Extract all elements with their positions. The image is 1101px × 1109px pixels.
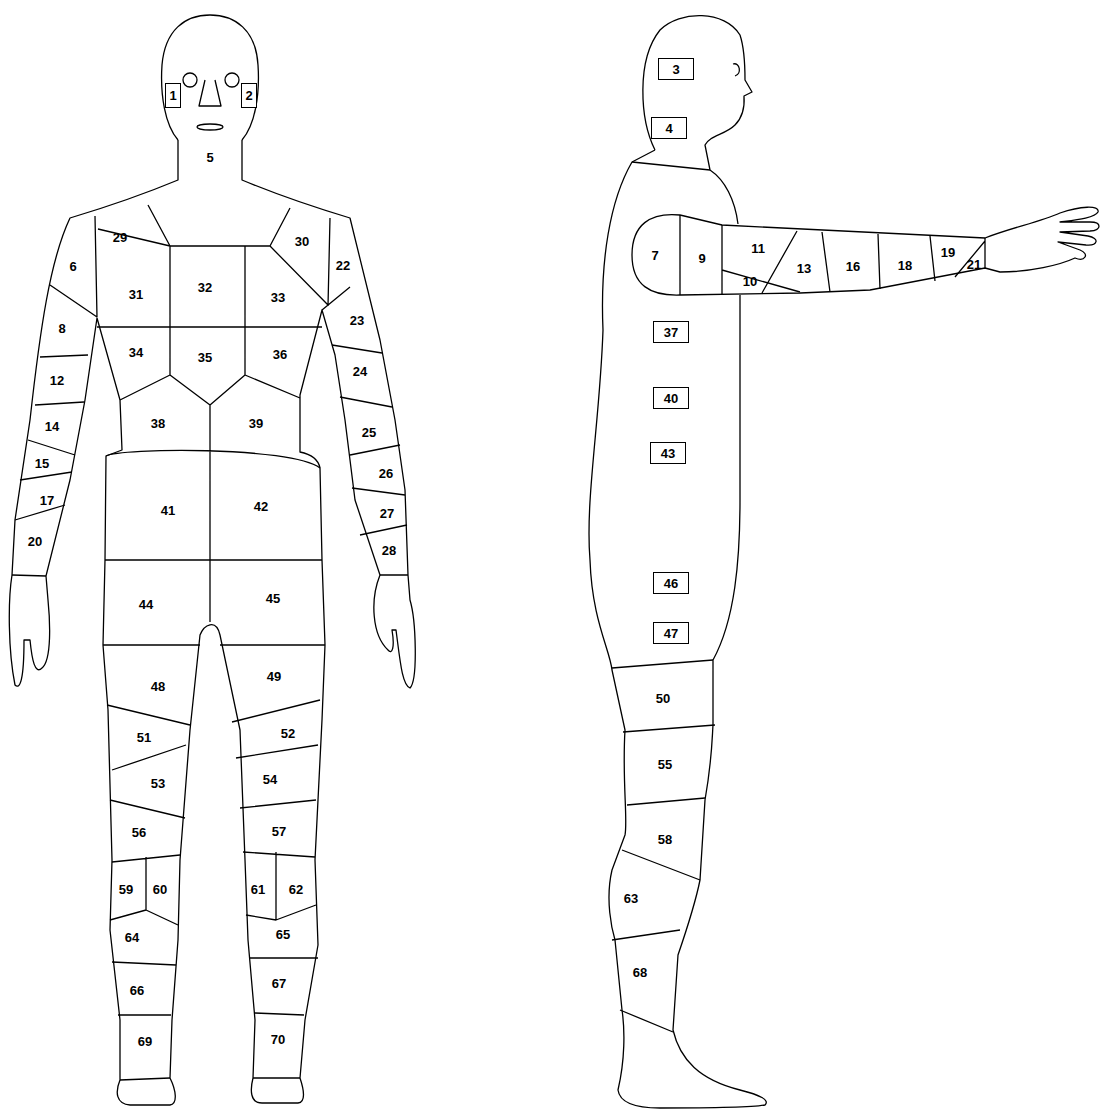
callout-number: 62 xyxy=(289,883,303,896)
callout-number: 46 xyxy=(664,577,678,590)
callout-number: 55 xyxy=(658,758,672,771)
callout-number: 68 xyxy=(633,966,647,979)
callout-box: 2 xyxy=(241,83,257,108)
body-outline xyxy=(9,140,415,1105)
chest-outline xyxy=(710,170,738,224)
callout-number: 34 xyxy=(129,346,143,359)
callout-number: 33 xyxy=(271,291,285,304)
callout-number: 44 xyxy=(139,598,153,611)
callout-number: 13 xyxy=(797,262,811,275)
callout-number: 6 xyxy=(69,260,76,273)
callout-number: 16 xyxy=(846,260,860,273)
callout-number: 52 xyxy=(281,727,295,740)
callout-number: 29 xyxy=(113,231,127,244)
callout-number: 49 xyxy=(267,670,281,683)
callout-number: 1 xyxy=(169,89,176,102)
region-lines xyxy=(612,162,985,1032)
callout-number: 2 xyxy=(245,89,252,102)
callout-number: 39 xyxy=(249,417,263,430)
callout-number: 5 xyxy=(206,151,213,164)
callout-number: 20 xyxy=(28,535,42,548)
callout-box: 37 xyxy=(653,321,689,343)
callout-number: 11 xyxy=(751,242,765,255)
callout-box: 46 xyxy=(653,572,689,594)
callout-box: 43 xyxy=(650,442,686,464)
callout-number: 41 xyxy=(161,504,175,517)
callout-number: 70 xyxy=(271,1033,285,1046)
callout-number: 3 xyxy=(672,63,679,76)
callout-number: 15 xyxy=(35,457,49,470)
callout-number: 24 xyxy=(353,365,367,378)
callout-number: 8 xyxy=(58,322,65,335)
callout-number: 30 xyxy=(295,235,309,248)
callout-number: 7 xyxy=(651,249,658,262)
callout-number: 57 xyxy=(272,825,286,838)
callout-number: 43 xyxy=(661,447,675,460)
mouth xyxy=(197,124,223,130)
callout-number: 25 xyxy=(362,426,376,439)
head-outline xyxy=(162,15,259,140)
callout-number: 48 xyxy=(151,680,165,693)
callout-number: 12 xyxy=(50,374,64,387)
eye xyxy=(733,64,739,76)
callout-number: 56 xyxy=(132,826,146,839)
callout-number: 61 xyxy=(251,883,265,896)
callout-number: 53 xyxy=(151,777,165,790)
callout-number: 22 xyxy=(336,259,350,272)
callout-box: 47 xyxy=(653,622,689,644)
region-lines xyxy=(12,205,408,1080)
callout-number: 17 xyxy=(40,494,54,507)
callout-number: 38 xyxy=(151,417,165,430)
callout-number: 37 xyxy=(664,326,678,339)
callout-number: 60 xyxy=(153,883,167,896)
side-figure xyxy=(589,16,1099,1108)
callout-number: 21 xyxy=(967,258,981,271)
callout-box: 3 xyxy=(658,58,694,80)
callout-number: 14 xyxy=(45,420,59,433)
eye xyxy=(225,73,239,87)
callout-number: 18 xyxy=(898,259,912,272)
callout-number: 35 xyxy=(198,351,212,364)
callout-number: 28 xyxy=(382,544,396,557)
callout-number: 31 xyxy=(129,288,143,301)
callout-number: 4 xyxy=(665,122,672,135)
callout-number: 26 xyxy=(379,467,393,480)
callout-box: 4 xyxy=(651,117,687,139)
callout-number: 19 xyxy=(941,246,955,259)
callout-number: 40 xyxy=(664,392,678,405)
callout-number: 47 xyxy=(664,627,678,640)
callout-number: 58 xyxy=(658,833,672,846)
eye xyxy=(183,73,197,87)
callout-number: 63 xyxy=(624,892,638,905)
callout-number: 51 xyxy=(137,731,151,744)
head-outline xyxy=(643,16,752,170)
callout-number: 23 xyxy=(350,314,364,327)
front-figure xyxy=(9,15,415,1105)
callout-number: 10 xyxy=(743,275,757,288)
callout-number: 32 xyxy=(198,281,212,294)
callout-number: 59 xyxy=(119,883,133,896)
callout-number: 45 xyxy=(266,592,280,605)
callout-box: 1 xyxy=(165,83,181,108)
callout-number: 42 xyxy=(254,500,268,513)
callout-number: 27 xyxy=(380,507,394,520)
callout-number: 67 xyxy=(272,977,286,990)
callout-number: 66 xyxy=(130,984,144,997)
callout-number: 64 xyxy=(125,931,139,944)
callout-number: 69 xyxy=(138,1035,152,1048)
callout-number: 9 xyxy=(698,252,705,265)
arm-outline xyxy=(632,207,1099,295)
callout-number: 54 xyxy=(263,773,277,786)
callout-number: 36 xyxy=(273,348,287,361)
nose xyxy=(199,80,221,106)
callout-number: 65 xyxy=(276,928,290,941)
callout-box: 40 xyxy=(653,387,689,409)
callout-number: 50 xyxy=(656,692,670,705)
